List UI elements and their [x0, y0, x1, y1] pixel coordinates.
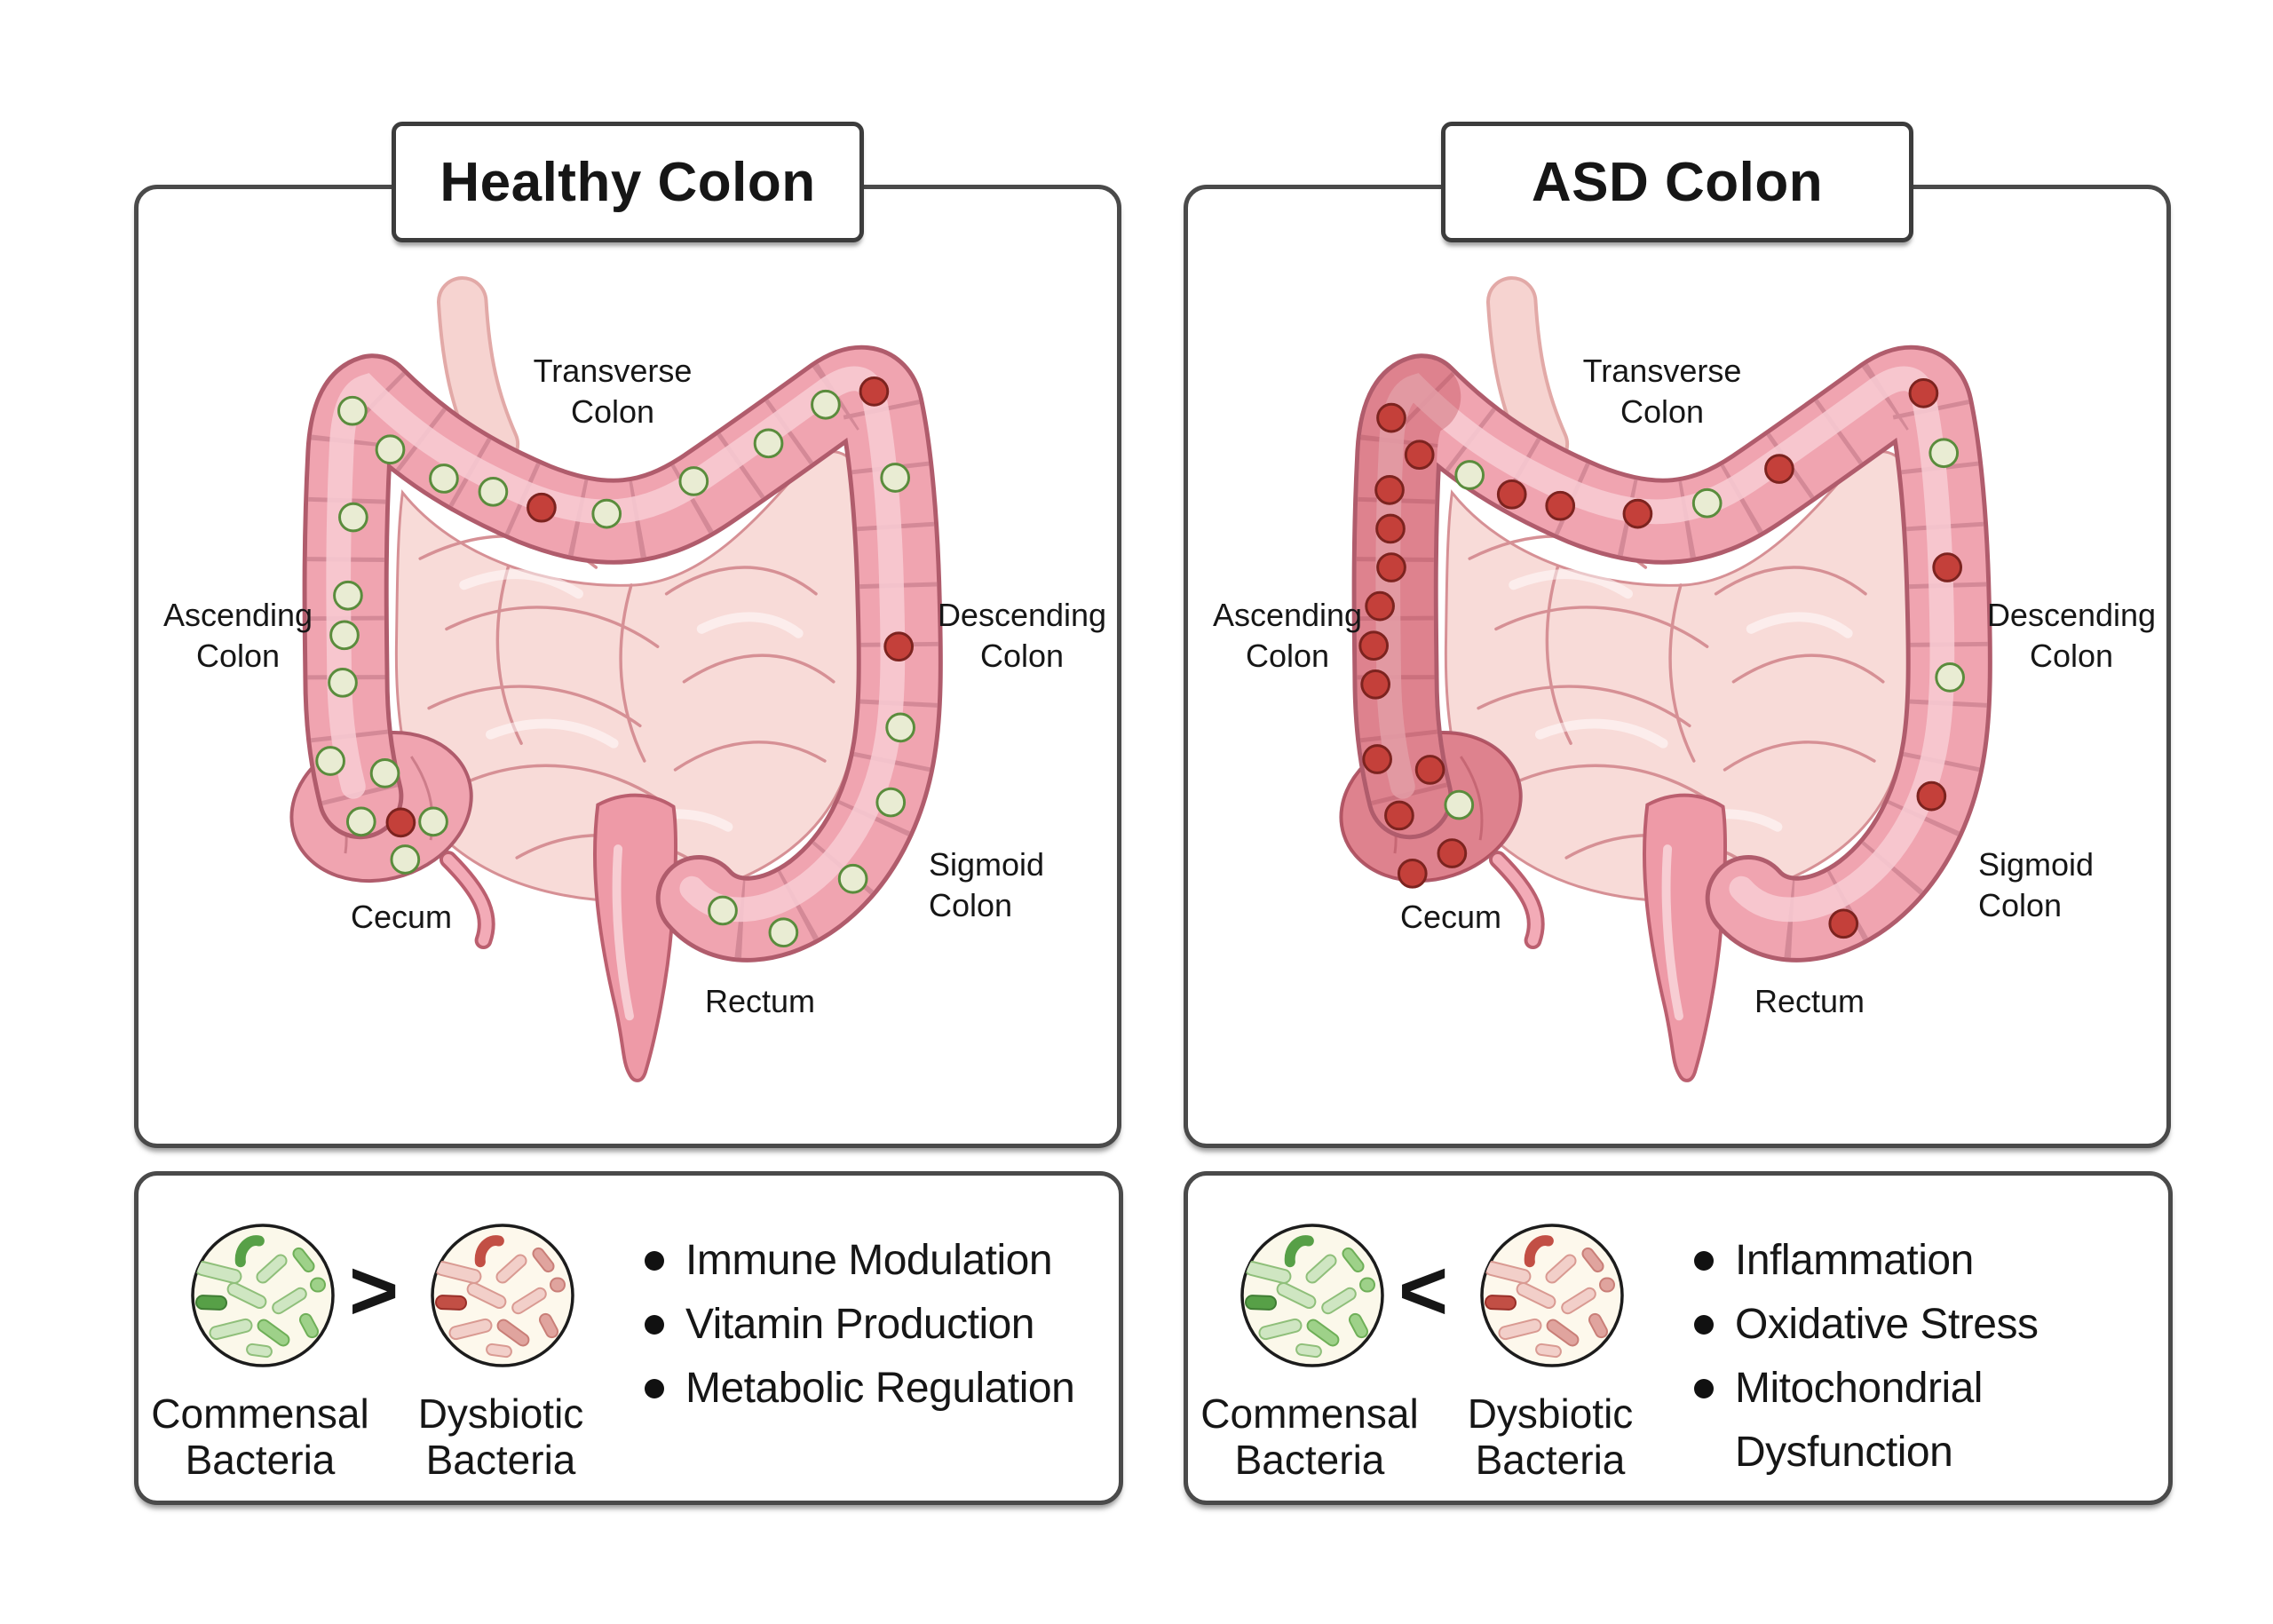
dysbiotic-bacteria-dot	[1397, 858, 1428, 889]
dysbiotic-bacteria-dot	[1414, 755, 1445, 785]
dysbiotic-bacteria-dot	[1375, 513, 1406, 544]
dysbiotic-bacteria-dot	[883, 631, 915, 662]
asd-colon-panel: Transverse Colon Ascending Colon Descend…	[1184, 185, 2171, 1148]
commensal-bacteria-dot	[1691, 487, 1723, 519]
commensal-bacteria-icon	[1240, 1224, 1384, 1367]
bullet-item: Metabolic Regulation	[645, 1357, 1089, 1421]
commensal-bacteria-dot	[333, 580, 363, 611]
dysbiotic-bacteria-dot	[1360, 669, 1391, 700]
dysbiotic-bacteria-dot	[1545, 490, 1576, 521]
commensal-bacteria-dot	[337, 395, 368, 426]
commensal-bacteria-dot	[708, 895, 738, 926]
dysbiotic-bacteria-dot	[1376, 402, 1406, 433]
asd-colon-illustration	[1339, 276, 1992, 1082]
commensal-bacteria-dot	[315, 746, 345, 776]
commensal-bacteria-dot	[837, 863, 868, 894]
dysbiotic-bacteria-dot	[1916, 780, 1947, 812]
commensal-bacteria-dot	[678, 466, 709, 496]
rectum-label: Rectum	[704, 983, 816, 1019]
dysbiotic-bacteria-dot	[859, 376, 890, 407]
cecum-label: Cecum	[350, 899, 453, 935]
commensal-bacteria-dot	[591, 498, 622, 529]
cecum-label: Cecum	[1399, 899, 1502, 935]
sigmoid-colon-label: Sigmoid Colon	[929, 846, 1045, 923]
dysbiotic-bacteria-dot	[1764, 454, 1794, 484]
healthy-colon-illustration	[289, 276, 943, 1082]
dysbiotic-bacteria-dot	[1908, 378, 1939, 408]
greater-than-symbol: >	[348, 1243, 400, 1338]
commensal-bacteria-dot	[369, 758, 400, 788]
bullet-item: Oxidative Stress	[1694, 1293, 2138, 1357]
commensal-bacteria-dot	[338, 502, 368, 533]
transverse-colon-label: Transverse Colon	[1582, 353, 1742, 430]
dysbiotic-bacteria-dot	[1365, 590, 1395, 622]
healthy-colon-title: Healthy Colon	[392, 122, 864, 242]
dysbiotic-bacteria-dot	[385, 807, 416, 838]
dysbiotic-bacteria-dot	[1404, 440, 1435, 471]
commensal-bacteria-dot	[418, 806, 448, 837]
ascending-colon-label: Ascending Colon	[162, 597, 313, 674]
asd-legend-box: < Commensal Bacteria Dysbiotic Bacteria …	[1184, 1171, 2173, 1505]
commensal-bacteria-caption: Commensal Bacteria	[151, 1390, 369, 1483]
rectum-label: Rectum	[1754, 983, 1865, 1019]
dysbiotic-bacteria-dot	[1496, 479, 1527, 510]
dysbiotic-bacteria-dot	[1932, 552, 1963, 582]
commensal-bacteria-dot	[328, 667, 358, 698]
dysbiotic-bacteria-dot	[1828, 908, 1859, 939]
commensal-bacteria-dot	[375, 434, 406, 465]
dysbiotic-bacteria-icon	[431, 1224, 574, 1367]
commensal-bacteria-dot	[1935, 662, 1965, 693]
commensal-bacteria-icon	[191, 1224, 335, 1367]
commensal-bacteria-dot	[1928, 438, 1960, 469]
less-than-symbol: <	[1398, 1243, 1449, 1338]
commensal-bacteria-dot	[875, 787, 907, 818]
dysbiotic-bacteria-dot	[527, 492, 557, 523]
transverse-colon-label: Transverse Colon	[533, 353, 693, 430]
commensal-bacteria-dot	[885, 712, 915, 743]
dysbiotic-bacteria-dot	[1437, 838, 1468, 868]
dysbiotic-bacteria-dot	[1384, 800, 1414, 831]
healthy-colon-panel: Transverse Colon Ascending Colon Descend…	[134, 185, 1121, 1148]
sigmoid-colon-label: Sigmoid Colon	[1978, 846, 2095, 923]
bullet-item: Inflammation	[1694, 1229, 2138, 1293]
dysbiotic-bacteria-dot	[1358, 630, 1390, 661]
commensal-bacteria-dot	[753, 428, 784, 459]
bullet-item: Vitamin Production	[645, 1293, 1089, 1357]
commensal-bacteria-dot	[1454, 460, 1485, 490]
dysbiotic-bacteria-dot	[1362, 744, 1392, 774]
bullet-item: Immune Modulation	[645, 1229, 1089, 1293]
descending-colon-label: Descending Colon	[1986, 597, 2157, 674]
healthy-legend-box: > Commensal Bacteria Dysbiotic Bacteria …	[134, 1171, 1123, 1505]
ascending-colon-label: Ascending Colon	[1212, 597, 1363, 674]
bullet-item: Mitochondrial Dysfunction	[1694, 1357, 2138, 1485]
dysbiotic-bacteria-icon	[1480, 1224, 1624, 1367]
commensal-bacteria-dot	[429, 463, 459, 494]
asd-colon-title: ASD Colon	[1441, 122, 1913, 242]
commensal-bacteria-dot	[390, 844, 421, 875]
dysbiotic-bacteria-caption: Dysbiotic Bacteria	[1467, 1390, 1634, 1483]
commensal-bacteria-dot	[768, 917, 799, 948]
dysbiotic-bacteria-dot	[1376, 552, 1406, 582]
dysbiotic-bacteria-dot	[1374, 475, 1405, 505]
commensal-bacteria-dot	[329, 620, 360, 651]
descending-colon-label: Descending Colon	[937, 597, 1107, 674]
commensal-bacteria-dot	[880, 463, 911, 493]
commensal-bacteria-dot	[1444, 789, 1475, 820]
commensal-bacteria-caption: Commensal Bacteria	[1200, 1390, 1419, 1483]
commensal-bacteria-dot	[811, 389, 841, 420]
commensal-bacteria-dot	[478, 476, 509, 507]
dysbiotic-bacteria-dot	[1622, 498, 1653, 529]
dysbiotic-bacteria-caption: Dysbiotic Bacteria	[417, 1390, 584, 1483]
commensal-bacteria-dot	[345, 806, 376, 837]
